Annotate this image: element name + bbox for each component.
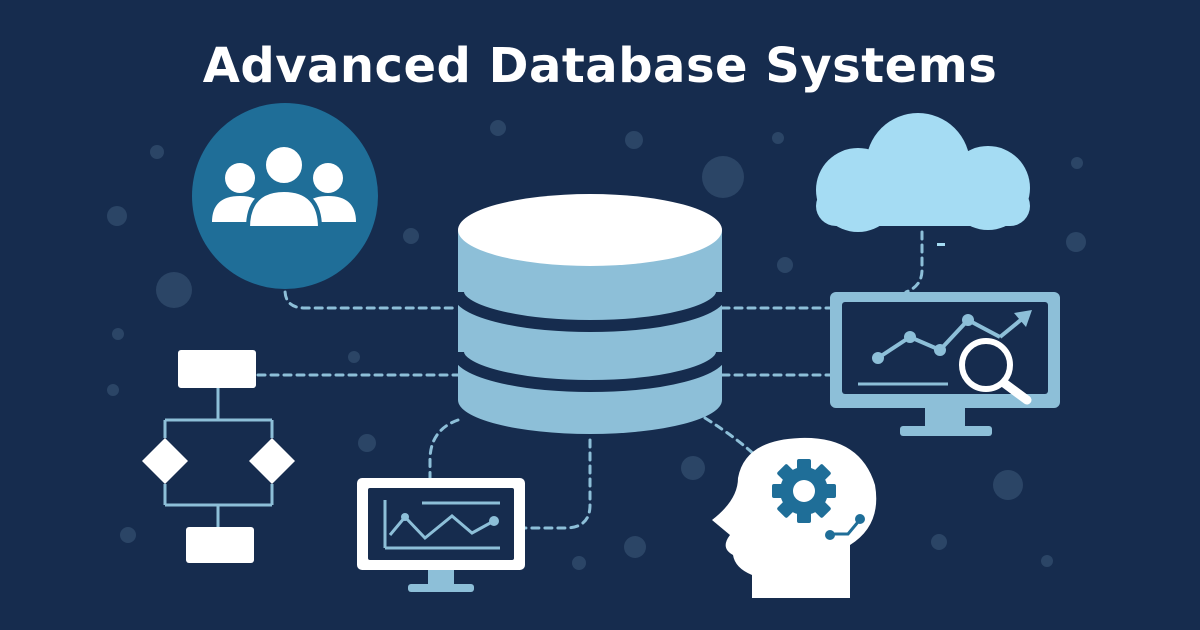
connector-cloud-analytics bbox=[904, 230, 924, 294]
cloud-tick bbox=[937, 243, 945, 246]
connector-users-database bbox=[283, 264, 460, 310]
chart-monitor-icon bbox=[357, 478, 525, 592]
connector-lines bbox=[256, 230, 924, 530]
users-icon bbox=[192, 103, 378, 289]
flowchart-icon bbox=[142, 350, 295, 563]
database-icon bbox=[452, 194, 728, 434]
analytics-monitor-icon bbox=[830, 292, 1060, 436]
cloud-icon bbox=[816, 113, 1030, 232]
connector-database-bottom bbox=[523, 438, 592, 530]
page-title: Advanced Database Systems bbox=[202, 38, 998, 94]
connector-database-chart-monitor bbox=[428, 418, 460, 480]
ai-head-gear-icon bbox=[712, 437, 877, 598]
background-dots bbox=[107, 120, 1086, 570]
